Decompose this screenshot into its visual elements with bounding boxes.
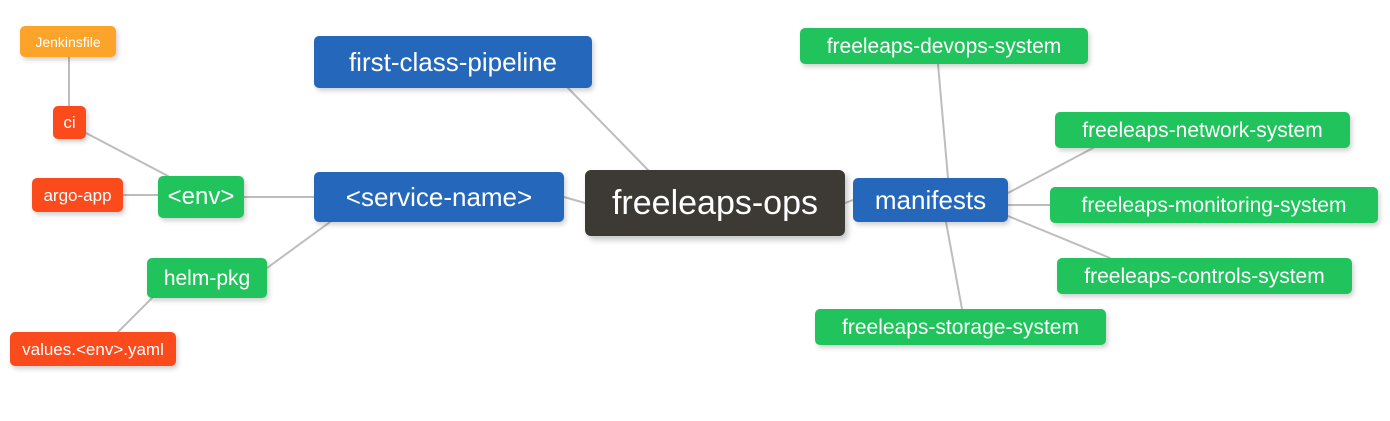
mindmap-node-freeleaps-ops[interactable]: freeleaps-ops [585,170,845,236]
mindmap-node-ci[interactable]: ci [53,106,86,139]
mindmap-node-freeleaps-network-system[interactable]: freeleaps-network-system [1055,112,1350,148]
mindmap-node-service-name[interactable]: <service-name> [314,172,564,222]
mindmap-node-label: <service-name> [345,182,533,212]
mindmap-node-label: values.<env>.yaml [22,339,164,359]
mindmap-node-freeleaps-devops-system[interactable]: freeleaps-devops-system [800,28,1088,64]
mindmap-node-label: argo-app [43,185,112,205]
mindmap-node-values-env-yaml[interactable]: values.<env>.yaml [10,332,176,366]
mindmap-node-label: freeleaps-network-system [1082,118,1323,142]
mindmap-node-freeleaps-storage-system[interactable]: freeleaps-storage-system [815,309,1106,345]
mindmap-node-manifests[interactable]: manifests [853,178,1008,222]
mindmap-node-helm-pkg[interactable]: helm-pkg [147,258,267,298]
mindmap-node-label: freeleaps-storage-system [842,315,1079,339]
mindmap-node-label: <env> [167,183,235,210]
mindmap-node-label: ci [63,113,76,132]
mindmap-node-freeleaps-controls-system[interactable]: freeleaps-controls-system [1057,258,1352,294]
mindmap-node-freeleaps-monitoring-system[interactable]: freeleaps-monitoring-system [1050,187,1378,223]
mindmap-node-Jenkinsfile[interactable]: Jenkinsfile [20,26,116,57]
mindmap-node-label: manifests [874,185,987,215]
mindmap-node-label: first-class-pipeline [348,47,558,77]
mindmap-node-label: Jenkinsfile [35,33,101,50]
mindmap-node-env[interactable]: <env> [158,176,244,218]
mindmap-node-label: helm-pkg [163,266,251,290]
mindmap-node-label: freeleaps-devops-system [826,34,1062,58]
mindmap-node-first-class-pipeline[interactable]: first-class-pipeline [314,36,592,88]
mindmap-node-label: freeleaps-monitoring-system [1081,193,1347,217]
mindmap-node-label: freeleaps-controls-system [1084,264,1325,288]
mindmap-node-argo-app[interactable]: argo-app [32,178,123,212]
mindmap-node-label: freeleaps-ops [611,184,818,222]
